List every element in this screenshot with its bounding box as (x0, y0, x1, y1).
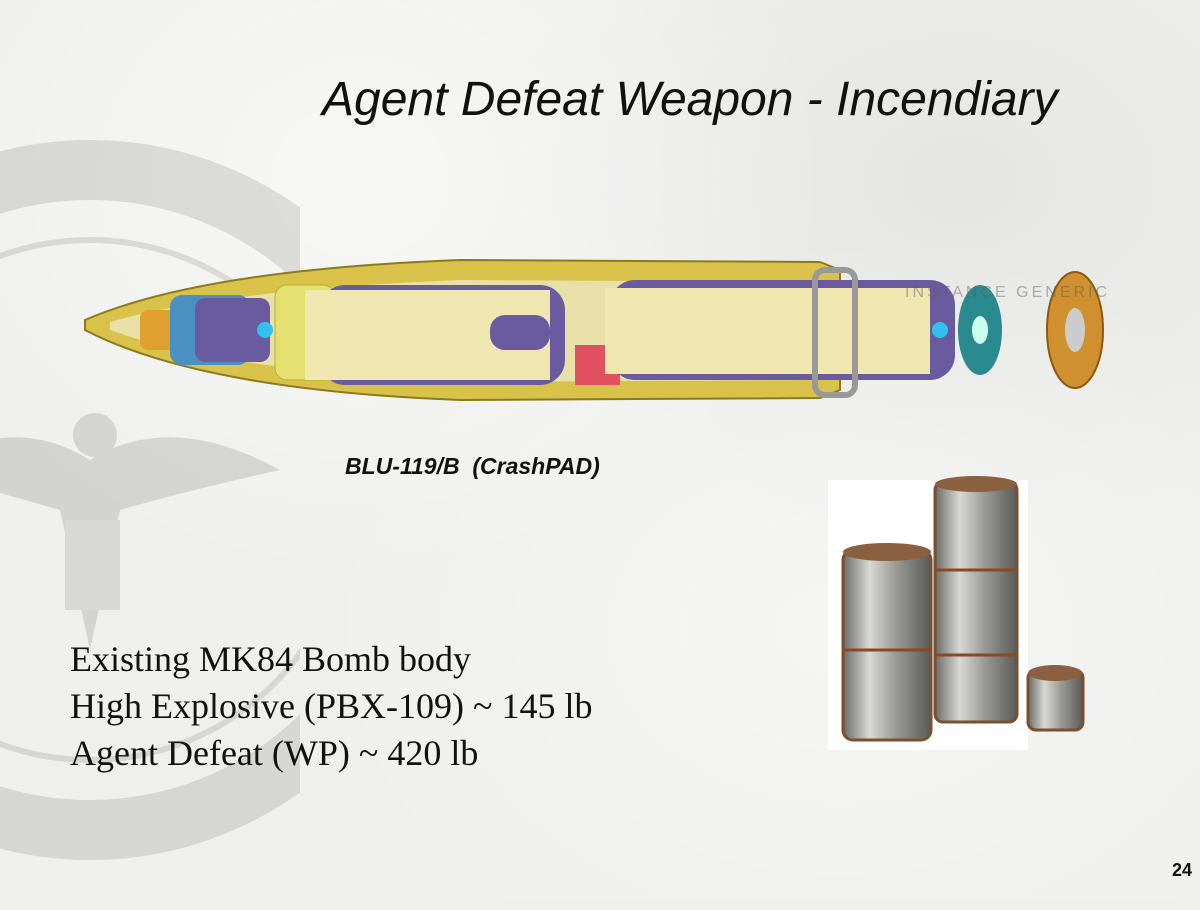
fact-item: High Explosive (PBX-109) ~ 145 lb (70, 686, 593, 726)
page-number: 24 (1171, 860, 1192, 880)
dod-seal-watermark (0, 140, 300, 860)
canisters-photo (828, 476, 1085, 750)
weapon-facts-list: Existing MK84 Bomb body High Explosive (… (70, 636, 592, 777)
diagram-caption: BLU-119/B (CrashPAD) (345, 453, 600, 479)
slide-title: Agent Defeat Weapon - Incendiary (322, 73, 1058, 126)
fact-item: Existing MK84 Bomb body (70, 639, 472, 679)
blu-119-cutaway-diagram (84, 258, 1104, 402)
diagram-watermark-text: INSTANCE GENERIC (905, 284, 1111, 301)
fact-item: Agent Defeat (WP) ~ 420 lb (70, 733, 479, 773)
